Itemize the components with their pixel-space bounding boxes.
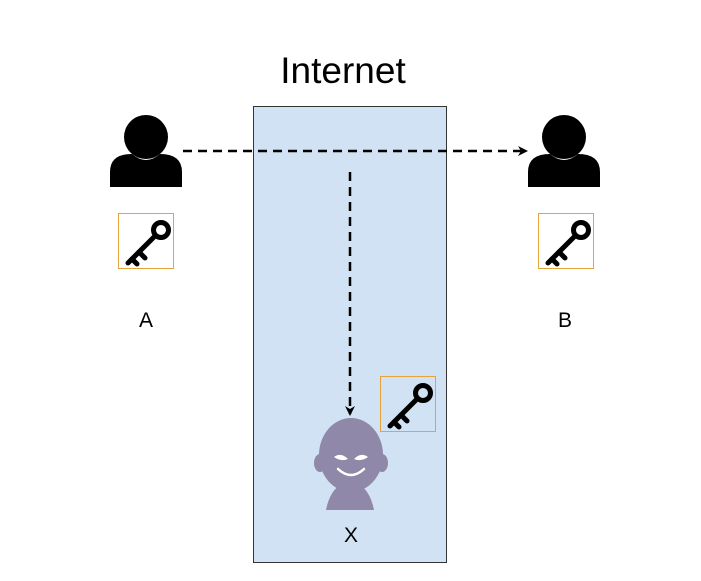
node-label-a: A <box>139 309 153 332</box>
key-icon <box>380 376 436 432</box>
diagram-title: Internet <box>280 50 406 91</box>
node-label-b: B <box>558 309 572 332</box>
eavesdropper-face-icon <box>314 418 388 510</box>
key-icon <box>118 213 174 269</box>
key-icon <box>538 213 594 269</box>
user-icon <box>528 115 600 187</box>
node-label-x: X <box>344 524 358 547</box>
user-icon <box>110 115 182 187</box>
